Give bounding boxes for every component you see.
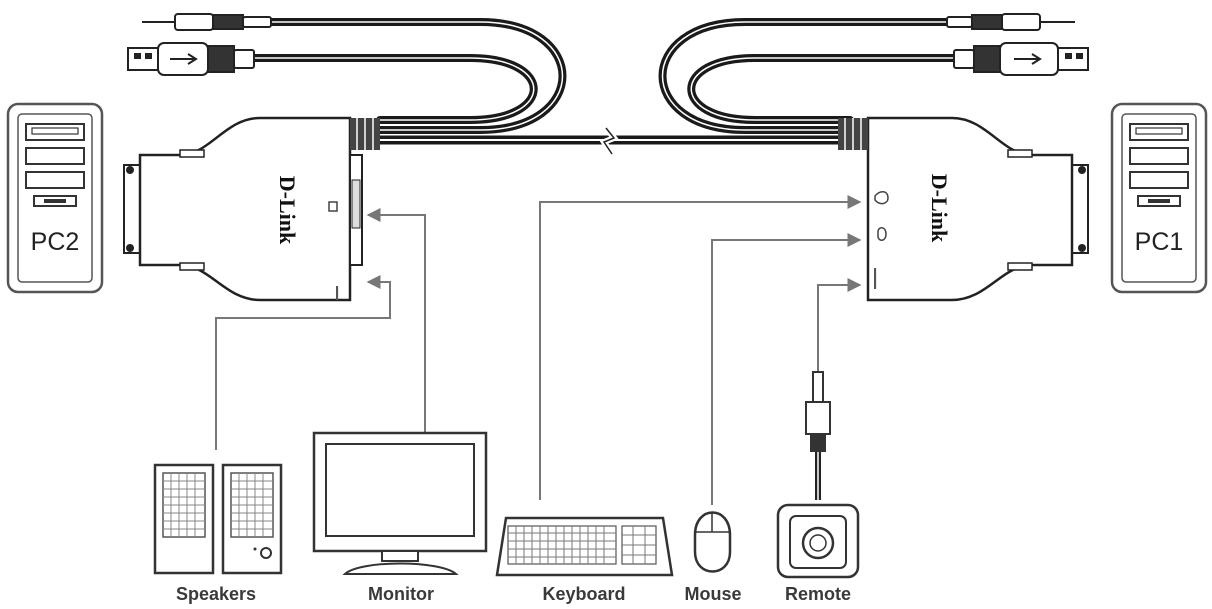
- speakers-label: Speakers: [176, 584, 256, 604]
- remote-label: Remote: [785, 584, 851, 604]
- speakers-connection-line: [215, 275, 391, 450]
- mouse-icon: [693, 511, 732, 573]
- keyboard-connection-line: [539, 195, 862, 500]
- connection-lines: [215, 195, 862, 505]
- remote-icon: [776, 371, 860, 579]
- monitor-icon: [312, 431, 488, 575]
- keyboard-icon: [495, 516, 674, 577]
- keyboard-port-icon: [874, 191, 889, 205]
- mouse-label: Mouse: [684, 584, 741, 604]
- usb-plug-left: [127, 42, 255, 76]
- brand-logo-right: D-Link: [927, 174, 952, 243]
- pc2-tower: [6, 102, 104, 294]
- audio-plug-right: [946, 13, 1075, 31]
- pc1-label: PC1: [1135, 228, 1184, 256]
- brand-logo-left: D-Link: [275, 176, 300, 245]
- kvm-unit-left: ▬▬: [123, 116, 380, 302]
- speakers-icon: [153, 463, 283, 575]
- audio-plug-left: [142, 13, 272, 31]
- kvm-cable-bundle: [246, 18, 974, 145]
- audio-port-label-left: ▬▬: [334, 286, 341, 300]
- usb-plug-right: [953, 42, 1089, 76]
- pc2-label: PC2: [31, 228, 80, 256]
- remote-connection-line: [817, 278, 862, 372]
- kvm-unit-right: ▬▬▬: [838, 116, 1089, 302]
- mouse-connection-line: [711, 233, 862, 505]
- pc1-tower: [1110, 102, 1208, 294]
- monitor-label: Monitor: [368, 584, 434, 604]
- monitor-connection-line: [366, 208, 426, 432]
- keyboard-label: Keyboard: [542, 584, 625, 604]
- mouse-port-icon: [877, 227, 887, 241]
- remote-port-label: ▬▬▬: [872, 268, 879, 289]
- monitor-port-icon: [328, 201, 338, 212]
